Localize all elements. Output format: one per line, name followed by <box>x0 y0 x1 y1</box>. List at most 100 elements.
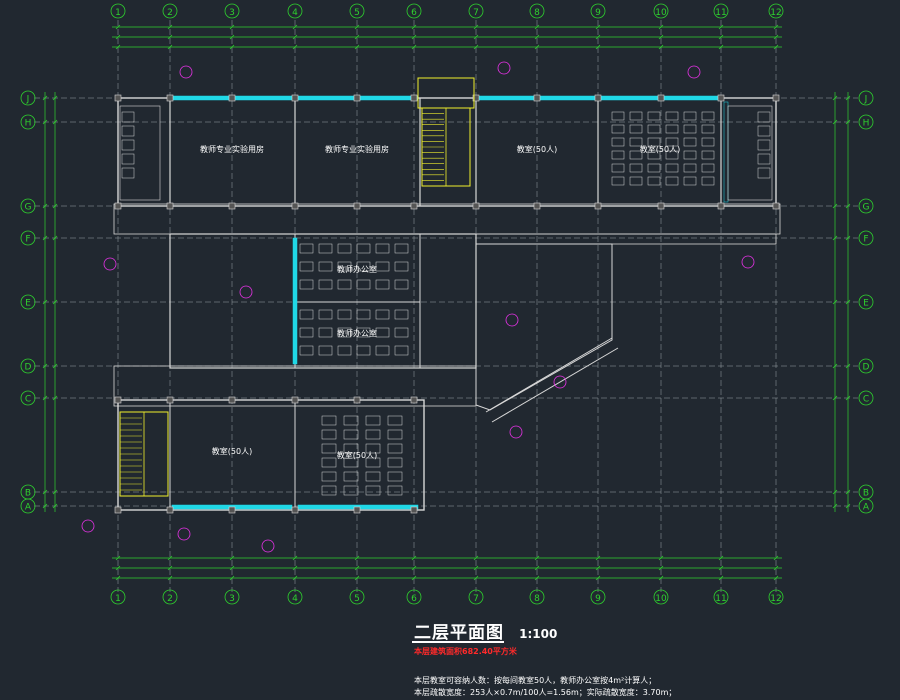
desk <box>356 261 371 272</box>
column <box>410 94 418 102</box>
axis-label-bottom: 6 <box>411 594 417 604</box>
column <box>166 396 174 404</box>
dim-tick <box>832 503 838 509</box>
column <box>114 396 122 404</box>
desk <box>387 457 403 468</box>
detail-tag-bubble <box>179 65 193 79</box>
desk <box>356 309 371 320</box>
desk <box>683 111 697 121</box>
dim-tick <box>773 565 779 571</box>
detail-tag-bubble <box>509 425 523 439</box>
desk <box>611 124 625 134</box>
axis-label-bottom: 12 <box>770 594 781 604</box>
desk <box>665 163 679 173</box>
dim-tick <box>718 44 724 50</box>
desk <box>665 176 679 186</box>
column <box>291 94 299 102</box>
dim-tick <box>115 24 121 30</box>
dim-tick <box>411 34 417 40</box>
room-lab-1: 教师专业实验用房 <box>200 144 264 154</box>
dim-tick <box>534 565 540 571</box>
axis-label-right: H <box>863 119 870 129</box>
room-classroom-sw: 教室(50人) <box>212 446 252 456</box>
axis-bubble-top <box>713 3 729 19</box>
dim-tick <box>845 363 851 369</box>
desk <box>665 124 679 134</box>
axis-bubble-top <box>529 3 545 19</box>
dim-tick <box>42 119 48 125</box>
dim-tick <box>229 575 235 581</box>
column <box>410 396 418 404</box>
axis-label-bottom: 10 <box>655 594 667 604</box>
axis-bubble-bottom <box>768 589 784 605</box>
axis-bubble-right <box>858 498 874 514</box>
desk <box>343 443 359 454</box>
axis-label-top: 12 <box>770 8 781 18</box>
dim-tick <box>595 44 601 50</box>
desk <box>375 327 390 338</box>
desk <box>394 327 409 338</box>
axis-label-top: 4 <box>292 8 298 18</box>
desk <box>387 485 403 496</box>
dim-tick <box>411 44 417 50</box>
desk <box>701 137 715 147</box>
axis-label-right: B <box>863 489 869 499</box>
dim-tick <box>534 555 540 561</box>
dim-tick <box>718 555 724 561</box>
column <box>594 202 602 210</box>
dim-tick <box>845 203 851 209</box>
column <box>114 202 122 210</box>
dim-tick <box>354 565 360 571</box>
axis-label-bottom: 2 <box>167 594 173 604</box>
dim-tick <box>832 203 838 209</box>
dim-tick <box>411 24 417 30</box>
dim-tick <box>658 555 664 561</box>
dim-tick <box>595 34 601 40</box>
desk <box>343 429 359 440</box>
dim-tick <box>115 555 121 561</box>
dim-tick <box>52 489 58 495</box>
title-underline <box>412 641 504 643</box>
desk <box>701 176 715 186</box>
axis-bubble-bottom <box>468 589 484 605</box>
desk <box>387 443 403 454</box>
dim-tick <box>42 503 48 509</box>
column <box>228 396 236 404</box>
dim-tick <box>773 575 779 581</box>
column <box>228 506 236 514</box>
dim-tick <box>473 24 479 30</box>
dim-tick <box>42 203 48 209</box>
desk <box>375 243 390 254</box>
dim-tick <box>52 235 58 241</box>
detail-tag-bubble <box>505 313 519 327</box>
dim-tick <box>718 575 724 581</box>
north-wing-outline <box>117 97 777 207</box>
desk <box>647 176 661 186</box>
drawing-scale: 1:100 <box>519 627 558 641</box>
east-lobby-outline <box>475 243 613 411</box>
detail-tag-bubble <box>497 61 511 75</box>
desk <box>343 457 359 468</box>
desk <box>337 345 352 356</box>
dim-tick <box>473 44 479 50</box>
column <box>114 506 122 514</box>
dim-tick <box>52 503 58 509</box>
dim-tick <box>411 565 417 571</box>
dim-tick <box>52 395 58 401</box>
dim-tick <box>229 34 235 40</box>
detail-tag-bubble <box>261 539 275 553</box>
dim-tick <box>229 565 235 571</box>
desk <box>337 279 352 290</box>
dim-tick <box>595 565 601 571</box>
desk <box>343 485 359 496</box>
dim-tick <box>115 44 121 50</box>
desk <box>343 415 359 426</box>
desk <box>299 309 314 320</box>
dim-tick <box>534 575 540 581</box>
axis-label-right: J <box>864 95 868 105</box>
toilet-fixture <box>121 167 135 179</box>
dim-tick <box>845 395 851 401</box>
dim-tick <box>167 565 173 571</box>
desk <box>611 137 625 147</box>
dim-tick <box>534 44 540 50</box>
